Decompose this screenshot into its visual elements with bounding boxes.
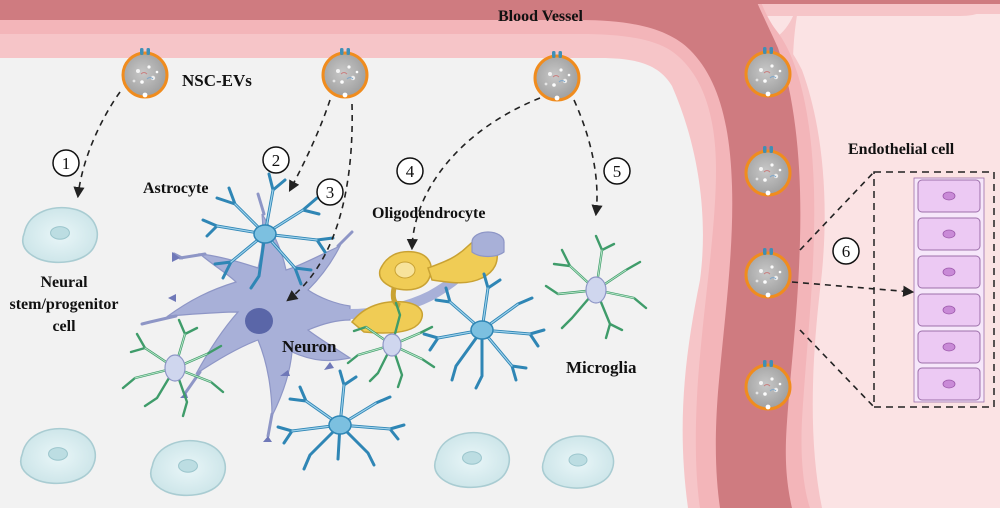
blood-vessel-label: Blood Vessel [498,8,583,25]
neuron-label: Neuron [282,337,337,356]
neuron-icon [140,192,354,442]
step-6: 6 [832,237,860,265]
callout-line-top [799,171,875,251]
svg-text:1: 1 [62,154,71,173]
step-4: 4 [396,157,424,185]
endothelial-cell-icon [913,177,985,403]
oligodendrocyte-icon [350,231,505,334]
endothelial-cell-label: Endothelial cell [848,141,955,158]
svg-text:6: 6 [842,242,851,261]
svg-text:4: 4 [406,162,415,181]
neural-cell-label-line2: stem/progenitor [9,296,118,313]
neural-cell-label-line3: cell [52,318,76,335]
svg-text:3: 3 [326,183,335,202]
svg-text:5: 5 [613,162,622,181]
step-3: 3 [316,178,344,206]
astrocyte-label: Astrocyte [143,180,208,197]
step-markers: 1 2 3 4 5 6 [52,146,860,265]
step-2: 2 [262,146,290,174]
microglia-icon [121,234,648,418]
step-5: 5 [603,157,631,185]
callout-line-bottom [799,329,875,408]
nsc-evs-label: NSC-EVs [182,71,252,90]
step-1: 1 [52,149,80,177]
svg-text:2: 2 [272,151,281,170]
astrocyte-icon [201,172,546,471]
oligodendrocyte-label: Oligodendrocyte [372,205,485,222]
transfer-arrows [73,91,915,302]
microglia-label: Microglia [566,358,637,377]
neural-cell-label-line1: Neural [40,274,88,291]
